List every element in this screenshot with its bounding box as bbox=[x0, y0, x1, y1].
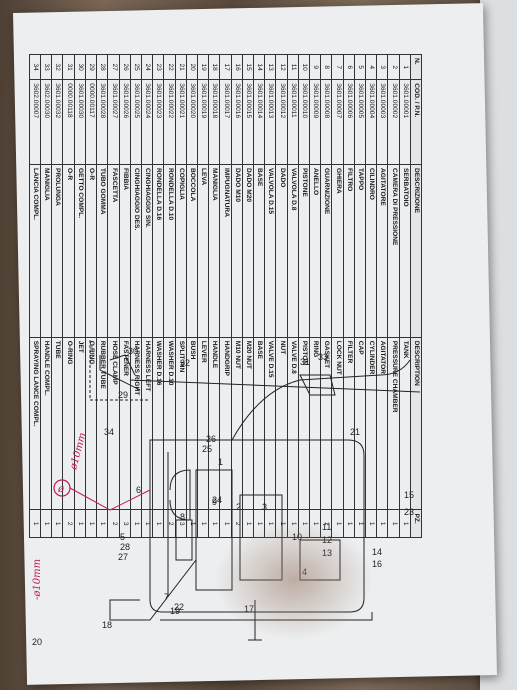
callout-23: 23 bbox=[404, 507, 414, 517]
lever-handle bbox=[109, 559, 197, 621]
callout-25: 25 bbox=[202, 444, 212, 454]
callout-26: 26 bbox=[206, 434, 216, 444]
callout-6: 6 bbox=[136, 485, 141, 495]
handwritten-circle-note: ø bbox=[57, 484, 65, 495]
callout-27: 27 bbox=[118, 552, 128, 562]
callout-33: 33 bbox=[318, 352, 328, 362]
callout-16: 16 bbox=[372, 559, 382, 569]
finger-shadow bbox=[214, 520, 374, 640]
handwritten-left-note: -ø10mm bbox=[32, 559, 43, 600]
handwritten-top-note: ø10mm bbox=[68, 431, 89, 471]
callout-7: 7 bbox=[164, 592, 169, 602]
handwritten-annotations: -ø10mm ø ø10mm bbox=[32, 431, 151, 600]
callout-22: 22 bbox=[174, 602, 184, 612]
callout-3: 3 bbox=[262, 502, 267, 512]
handwritten-arrow bbox=[69, 487, 151, 511]
callout-14: 14 bbox=[372, 547, 382, 557]
callout-28: 28 bbox=[120, 542, 130, 552]
callout-15: 15 bbox=[404, 490, 414, 500]
lance-tube bbox=[99, 355, 141, 391]
callout-20: 20 bbox=[32, 637, 42, 647]
callout-18: 18 bbox=[102, 620, 112, 630]
callout-9: 9 bbox=[212, 497, 217, 507]
callout-5: 5 bbox=[120, 532, 125, 542]
callout-24: 24 bbox=[212, 495, 222, 505]
extension-dashed bbox=[89, 340, 150, 401]
callout-2: 2 bbox=[236, 502, 241, 512]
lance-handle bbox=[299, 374, 336, 396]
cap bbox=[169, 469, 191, 521]
callout-1: 1 bbox=[218, 457, 223, 467]
callout-19: 19 bbox=[170, 606, 180, 616]
callout-30: 30 bbox=[128, 346, 138, 356]
callout-32: 32 bbox=[180, 358, 190, 368]
callout-21: 21 bbox=[350, 427, 360, 437]
jet-nozzle bbox=[109, 354, 136, 376]
lance-pipe bbox=[129, 379, 421, 393]
callout-31: 31 bbox=[300, 357, 310, 367]
callout-29: 29 bbox=[118, 390, 128, 400]
filter bbox=[175, 519, 193, 561]
callout-8: 8 bbox=[180, 512, 185, 522]
hose bbox=[231, 359, 411, 441]
callout-34: 34 bbox=[104, 427, 114, 437]
